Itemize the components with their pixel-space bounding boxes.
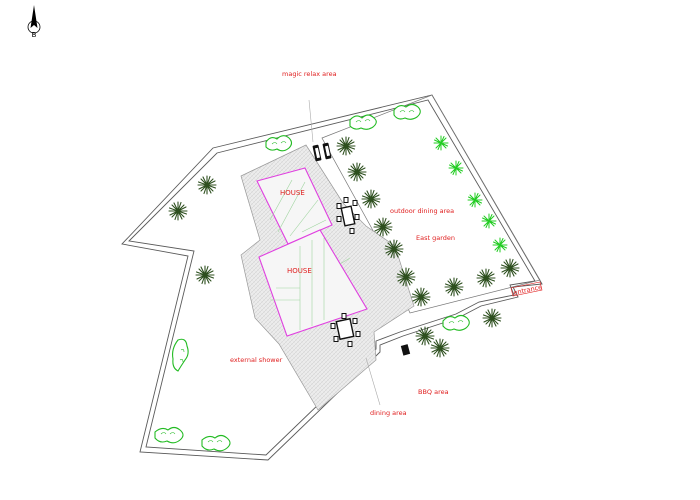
hedge-1 [349, 114, 377, 130]
palm-icon [361, 189, 381, 209]
palm-icon [415, 326, 435, 346]
hedge-2 [393, 103, 421, 120]
palm-icon [197, 175, 217, 195]
dining-table-icon [330, 313, 361, 347]
label-external-shower: external shower [230, 356, 283, 364]
label-entrance: entrance [513, 283, 543, 297]
green-palm-icon [492, 237, 508, 253]
hedges [154, 103, 470, 452]
hedge-4 [442, 314, 470, 331]
palm-icon [476, 268, 496, 288]
house-lower [258, 229, 368, 337]
palm-icon [444, 277, 464, 297]
bbq-grill-icon [400, 344, 411, 356]
label-outdoor-dining-area: outdoor dining area [390, 207, 454, 215]
palm-icon [384, 239, 404, 259]
hedge-5 [172, 338, 189, 372]
site-boundary [121, 94, 543, 461]
green-palm-icon [433, 135, 449, 151]
house-lower-label: HOUSE [287, 267, 312, 275]
hedge-6 [154, 426, 184, 444]
green-palm-icon [467, 192, 483, 208]
house-upper [256, 167, 333, 245]
label-bbq-area: BBQ area [418, 388, 449, 396]
palm-icon [195, 265, 215, 285]
palm-icon [347, 162, 367, 182]
palm-icon [336, 136, 356, 156]
label-east-garden: East garden [416, 234, 455, 242]
hedge-3 [265, 135, 293, 152]
sun-loungers-icon [312, 142, 332, 162]
palm-icon [482, 308, 502, 328]
outdoor-dining-table-icon [336, 197, 360, 234]
label-dining-area: dining area [370, 409, 407, 417]
palm-icon [373, 217, 393, 237]
north-arrow-icon: B [27, 5, 41, 39]
east-garden-boundary [321, 94, 541, 314]
palm-icon [430, 338, 450, 358]
palm-icon [500, 258, 520, 278]
green-palm-icon [448, 160, 464, 176]
house-upper-label: HOUSE [280, 189, 305, 197]
hedge-7 [201, 434, 231, 452]
palm-icon [396, 267, 416, 287]
palm-icon [168, 201, 188, 221]
path-lines [308, 99, 381, 406]
entrance-marker [510, 281, 543, 297]
green-palm-icon [481, 213, 497, 229]
compass-letter: B [32, 31, 37, 39]
palm-icon [411, 287, 431, 307]
hedge-texture [160, 110, 464, 443]
label-magic-relax-area: magic relax area [282, 70, 337, 78]
